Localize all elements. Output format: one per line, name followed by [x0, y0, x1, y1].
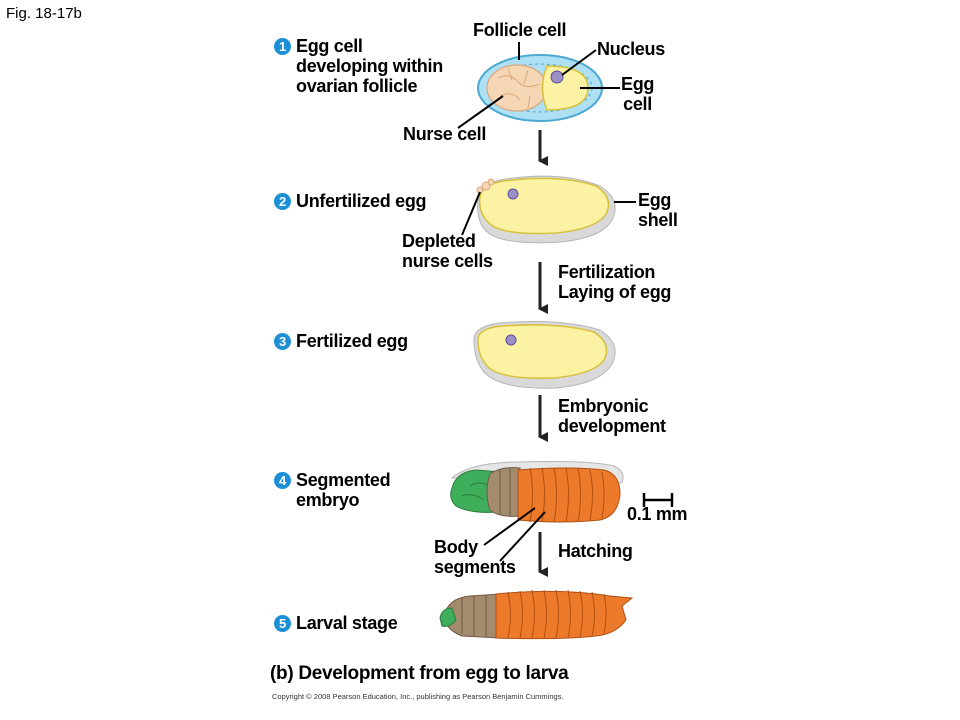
segmented-embryo	[450, 461, 624, 523]
embryonic-development-label: Embryonic development	[558, 396, 666, 436]
nucleus-2	[507, 188, 519, 200]
stage-4-badge: 4	[274, 472, 291, 489]
ovarian-follicle	[477, 54, 603, 122]
nucleus-3	[505, 334, 517, 346]
figure-label: Fig. 18-17b	[6, 5, 82, 22]
egg-shell-label: Egg shell	[638, 190, 678, 230]
stage-1-badge: 1	[274, 38, 291, 55]
unfertilized-egg	[476, 175, 616, 244]
nurse-cell-label: Nurse cell	[403, 124, 487, 144]
stage-2-badge: 2	[274, 193, 291, 210]
larva	[439, 589, 634, 640]
scale-label: 0.1 mm	[627, 504, 688, 524]
stage-5-badge: 5	[274, 615, 291, 632]
figure-caption: (b) Development from egg to larva	[270, 663, 569, 684]
follicle-cell-label: Follicle cell	[473, 20, 567, 40]
copyright-notice: Copyright © 2008 Pearson Education, Inc.…	[272, 692, 564, 701]
nucleus-label: Nucleus	[597, 39, 665, 59]
hatching-label: Hatching	[558, 541, 633, 561]
depleted-nurse-cells-label: Depleted nurse cells	[402, 231, 493, 271]
fertilization-label: Fertilization Laying of egg	[558, 262, 672, 302]
nucleus-1	[550, 70, 564, 84]
egg-cell-label: Egg cell	[621, 74, 655, 114]
body-segments-label: Body segments	[434, 537, 516, 577]
stage-3-badge: 3	[274, 333, 291, 350]
nurse-cells	[486, 64, 548, 112]
scale-bar	[642, 493, 674, 507]
fertilized-egg	[473, 321, 616, 389]
